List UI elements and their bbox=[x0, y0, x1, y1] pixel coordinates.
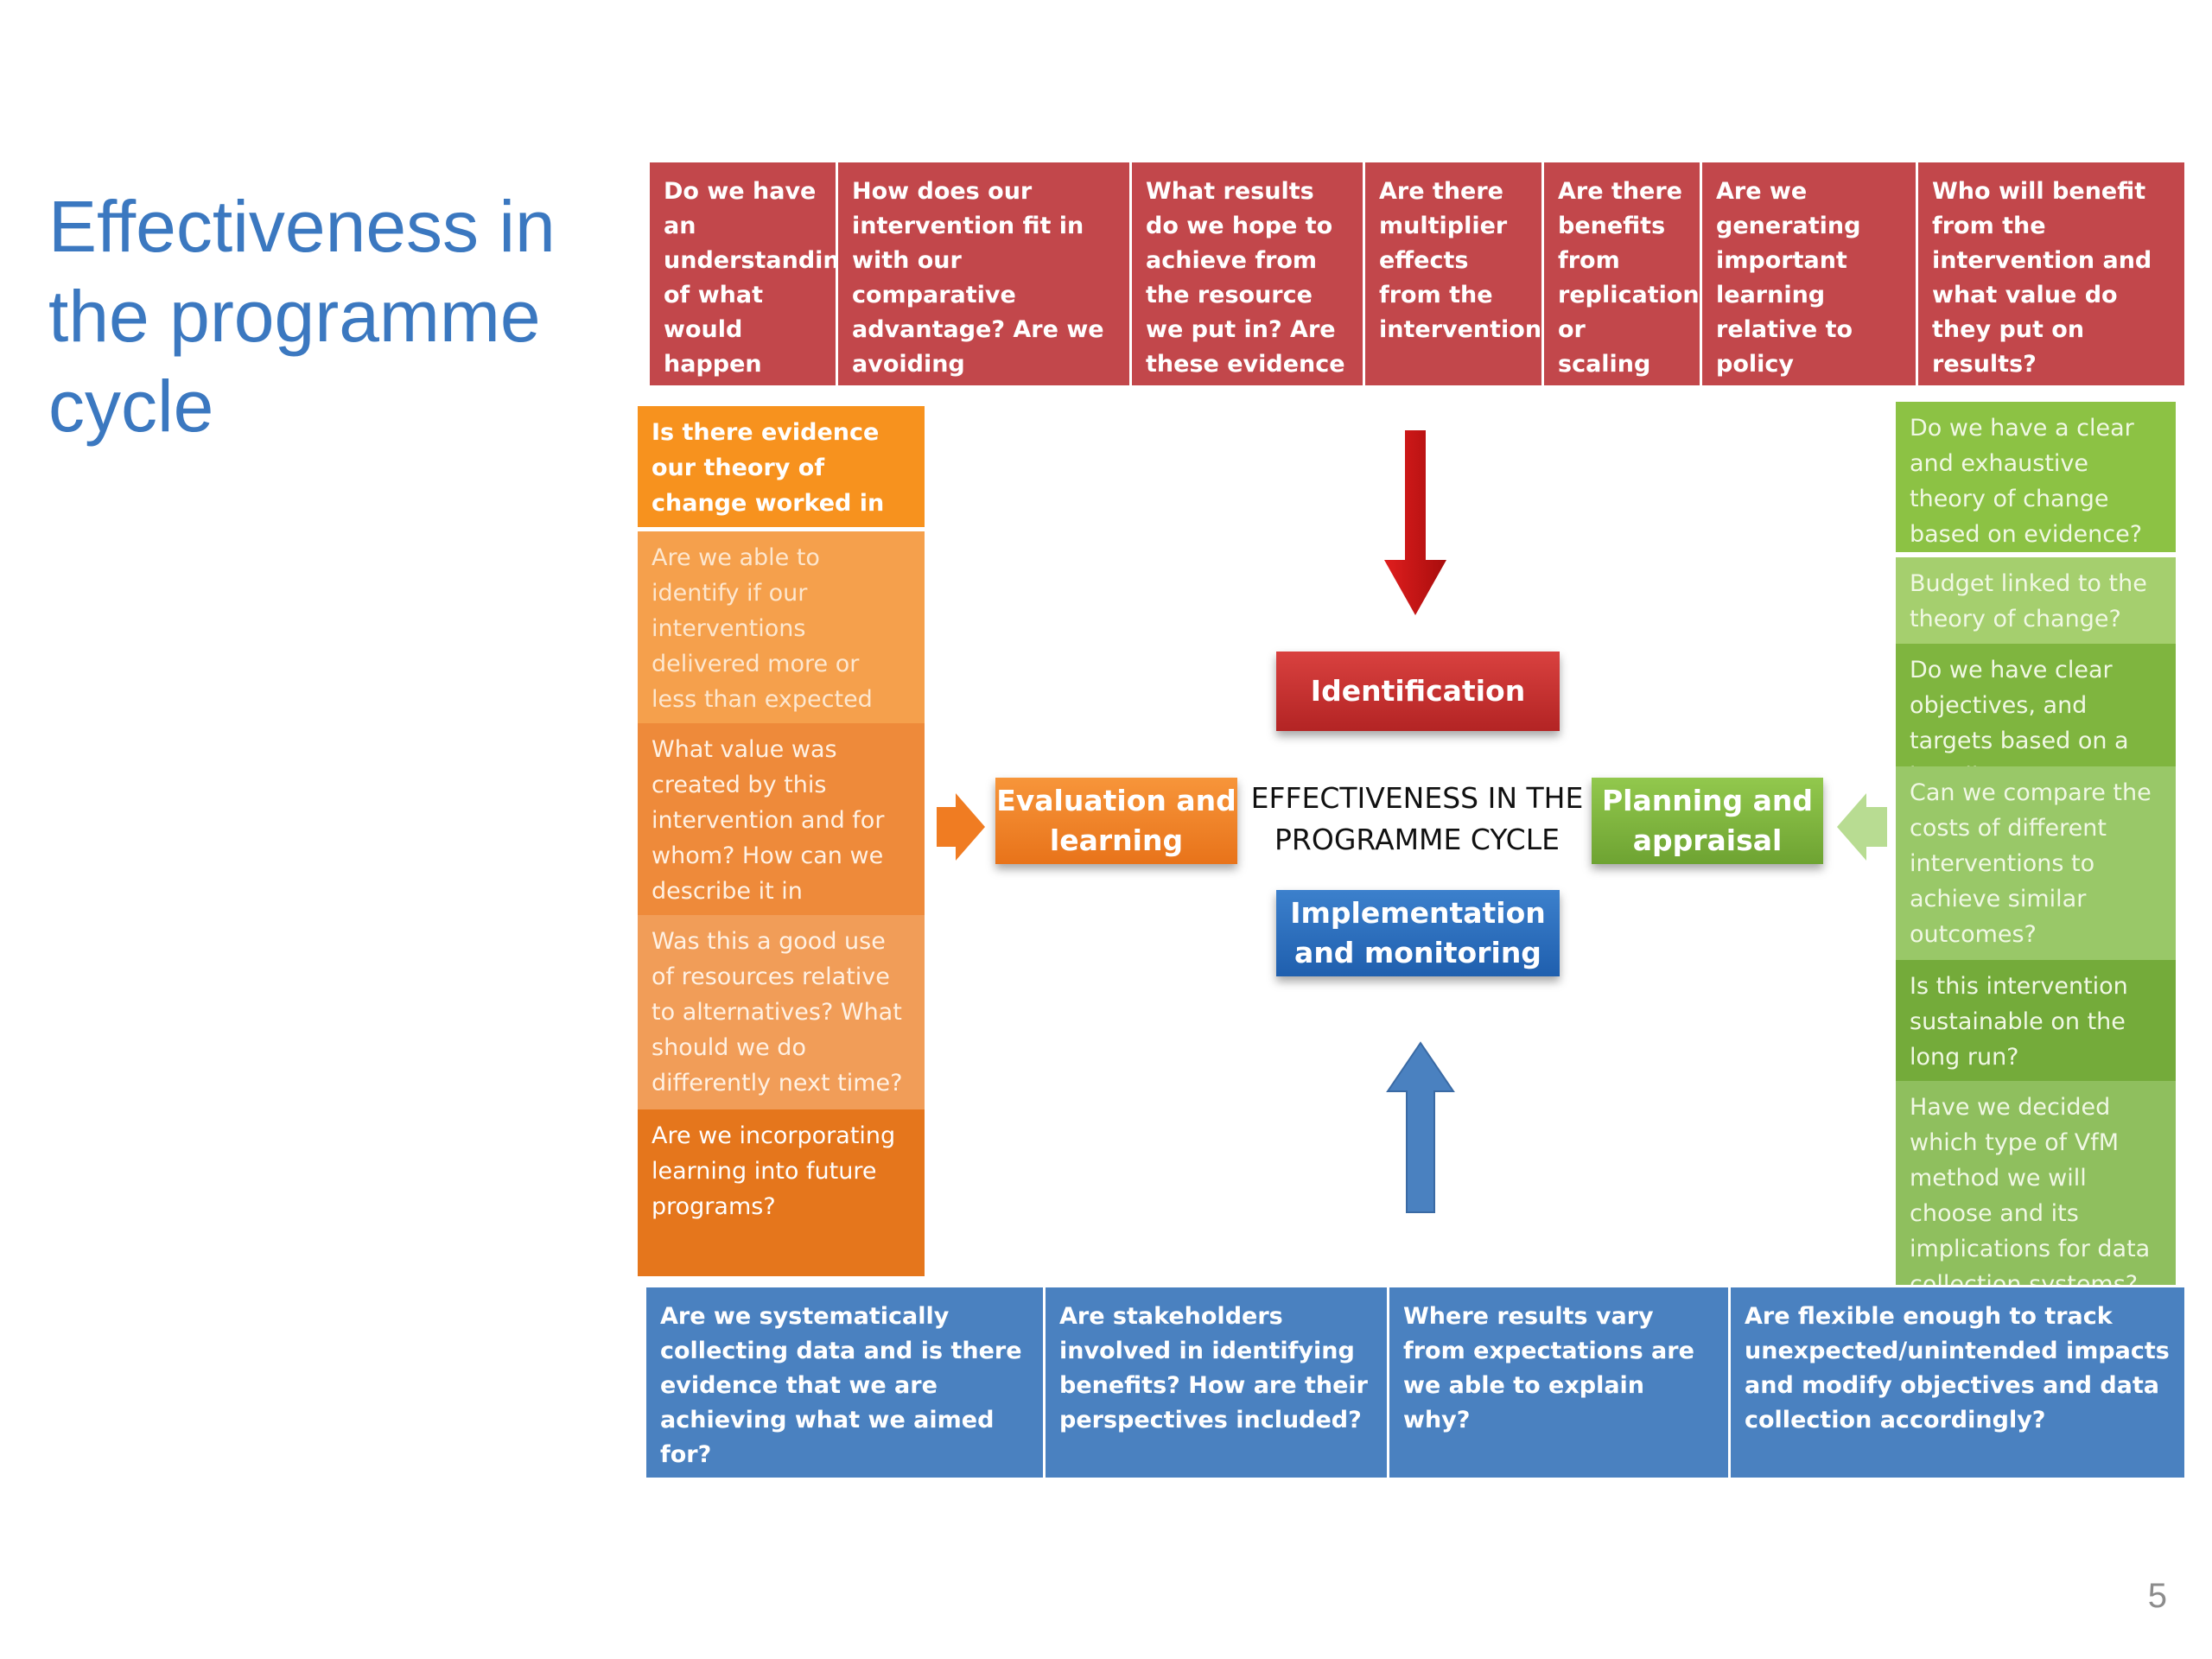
bottom-questions-row: Are we systematically collecting data an… bbox=[646, 1287, 2184, 1478]
slide-title: Effectiveness in the programme cycle bbox=[48, 186, 556, 447]
top-question-cell: Do we have an understanding of what woul… bbox=[650, 162, 838, 385]
center-label: EFFECTIVENESS IN THE PROGRAMME CYCLE bbox=[1250, 781, 1584, 856]
right-question-cell: Have we decided which type of VfM method… bbox=[1896, 1081, 2176, 1285]
right-arrow-icon bbox=[937, 793, 985, 861]
right-questions-column: Do we have a clear and exhaustive theory… bbox=[1896, 402, 2176, 1285]
top-question-cell: Are there benefits from replication or s… bbox=[1544, 162, 1702, 385]
right-question-cell: Do we have clear objectives, and targets… bbox=[1896, 644, 2176, 766]
top-question-cell: How does our intervention fit in with ou… bbox=[838, 162, 1132, 385]
planning-stage: Planning and appraisal bbox=[1592, 778, 1823, 864]
bottom-question-cell: Are we systematically collecting data an… bbox=[646, 1287, 1046, 1478]
right-question-cell: Can we compare the costs of different in… bbox=[1896, 766, 2176, 960]
left-questions-column: Is there evidence our theory of change w… bbox=[638, 406, 925, 1281]
right-question-cell: Is this intervention sustainable on the … bbox=[1896, 960, 2176, 1081]
bottom-question-cell: Are flexible enough to track unexpected/… bbox=[1731, 1287, 2184, 1478]
page-number: 5 bbox=[2147, 1577, 2167, 1615]
top-question-cell: Are there multiplier effects from the in… bbox=[1365, 162, 1544, 385]
bottom-question-cell: Are stakeholders involved in identifying… bbox=[1046, 1287, 1389, 1478]
right-question-cell: Budget linked to the theory of change? bbox=[1896, 557, 2176, 644]
right-question-cell: Do we have a clear and exhaustive theory… bbox=[1896, 402, 2176, 557]
left-question-cell: Are we incorporating learning into futur… bbox=[638, 1109, 925, 1276]
left-arrow-icon bbox=[1837, 793, 1887, 861]
bottom-question-cell: Where results vary from expectations are… bbox=[1389, 1287, 1731, 1478]
top-question-cell: Are we generating important learning rel… bbox=[1702, 162, 1918, 385]
top-question-cell: What results do we hope to achieve from … bbox=[1132, 162, 1365, 385]
left-question-cell: Was this a good use of resources relativ… bbox=[638, 915, 925, 1109]
evaluation-stage: Evaluation and learning bbox=[995, 778, 1237, 864]
identification-stage: Identification bbox=[1276, 652, 1560, 731]
implementation-stage: Implementation and monitoring bbox=[1276, 890, 1560, 976]
top-questions-row: Do we have an understanding of what woul… bbox=[650, 162, 2184, 385]
left-question-cell: What value was created by this intervent… bbox=[638, 723, 925, 915]
down-arrow-icon bbox=[1384, 430, 1446, 615]
left-question-cell: Are we able to identify if our intervent… bbox=[638, 531, 925, 723]
left-question-cell: Is there evidence our theory of change w… bbox=[638, 406, 925, 531]
top-question-cell: Who will benefit from the intervention a… bbox=[1918, 162, 2184, 385]
up-arrow-icon bbox=[1386, 1041, 1455, 1213]
